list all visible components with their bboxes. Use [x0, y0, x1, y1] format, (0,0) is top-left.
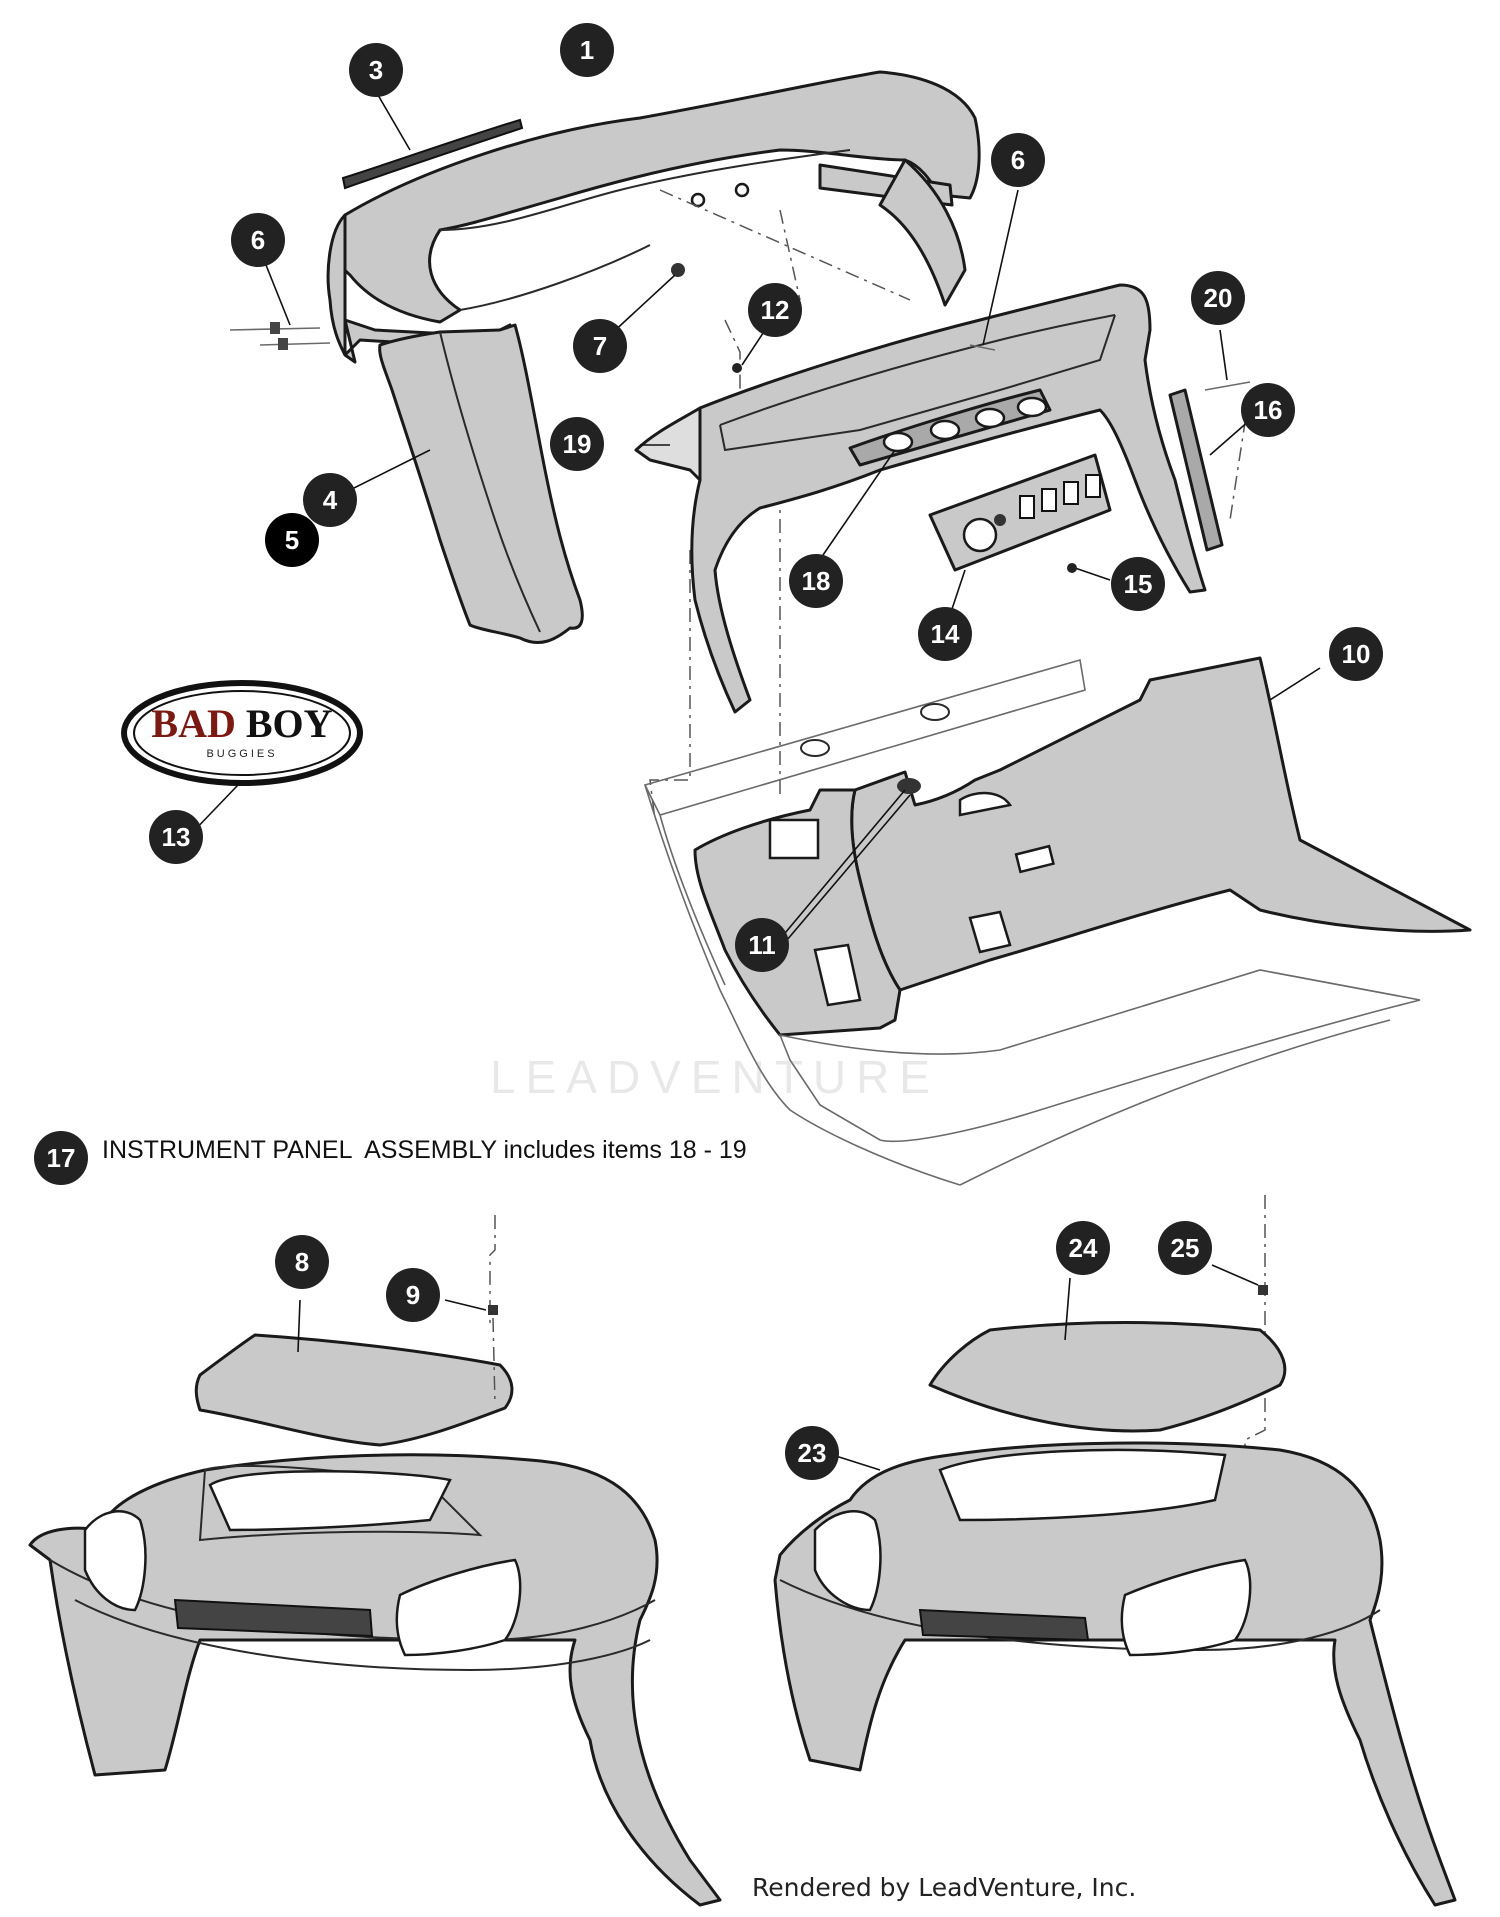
svg-text:13: 13 — [162, 822, 191, 852]
callout-5: 5 — [265, 513, 319, 567]
part-20-fastener — [1204, 329, 1251, 391]
callout-23: 23 — [785, 1426, 839, 1480]
callout-25: 25 — [1158, 1221, 1212, 1275]
callout-12: 12 — [748, 283, 802, 337]
part-10-floor-panel — [850, 656, 1472, 992]
svg-text:6: 6 — [251, 225, 265, 255]
svg-text:7: 7 — [593, 331, 607, 361]
logo-subtitle: BUGGIES — [206, 748, 278, 760]
callout-24: 24 — [1056, 1221, 1110, 1275]
svg-text:14: 14 — [931, 619, 960, 649]
callout-17: 17 — [34, 1131, 88, 1185]
part-16-trim-strip — [1168, 388, 1251, 552]
callout-1: 1 — [560, 23, 614, 77]
callout-16: 16 — [1241, 383, 1295, 437]
callout-14: 14 — [918, 607, 972, 661]
svg-text:17: 17 — [47, 1143, 76, 1173]
svg-text:24: 24 — [1069, 1233, 1098, 1263]
svg-text:23: 23 — [798, 1438, 827, 1468]
svg-text:12: 12 — [761, 295, 790, 325]
front-body-left — [28, 1453, 722, 1907]
logo-wordmark: BAD BOY — [151, 701, 333, 746]
callout-18: 18 — [789, 554, 843, 608]
part-14-switch-panel — [928, 453, 1112, 616]
part-15-screw — [1067, 563, 1111, 581]
callout-11: 11 — [735, 918, 789, 972]
footer-credit: Rendered by LeadVenture, Inc. — [752, 1873, 1137, 1902]
part-3-grille-strip — [341, 94, 524, 190]
part-8-top-panel — [194, 1299, 514, 1447]
svg-text:8: 8 — [295, 1247, 309, 1277]
part-9-fastener — [444, 1299, 498, 1406]
bad-boy-logo: BAD BOY BUGGIES — [123, 682, 361, 784]
callout-6-left: 6 — [231, 213, 285, 267]
part-13-logo-badge — [121, 680, 363, 836]
svg-text:18: 18 — [802, 566, 831, 596]
part-24-top-panel — [928, 1277, 1287, 1433]
callout-13: 13 — [149, 810, 203, 864]
watermark: LEADVENTURE — [490, 1051, 940, 1103]
callout-20: 20 — [1191, 271, 1245, 325]
svg-text:20: 20 — [1204, 283, 1233, 313]
part-23-front-body-right — [773, 1441, 1457, 1907]
svg-text:3: 3 — [369, 55, 383, 85]
part-11-panel-and-clip — [693, 778, 1421, 1143]
callout-9: 9 — [386, 1268, 440, 1322]
callout-7: 7 — [573, 319, 627, 373]
callout-10: 10 — [1329, 627, 1383, 681]
callout-3: 3 — [349, 43, 403, 97]
svg-text:1: 1 — [580, 35, 594, 65]
callout-19: 19 — [550, 417, 604, 471]
part-7-nut — [609, 263, 685, 336]
svg-text:25: 25 — [1171, 1233, 1200, 1263]
part-25-fastener — [1211, 1264, 1268, 1295]
part-6-fastener-right — [969, 189, 1019, 351]
part-18-gauge-leader — [822, 449, 896, 556]
svg-text:10: 10 — [1342, 639, 1371, 669]
part-1-front-cowl — [326, 70, 981, 364]
svg-text:4: 4 — [323, 485, 338, 515]
callout-15: 15 — [1111, 557, 1165, 611]
part-19-instrument-panel — [634, 283, 1207, 714]
svg-text:11: 11 — [748, 930, 776, 960]
callout-8: 8 — [275, 1235, 329, 1289]
dash-frame — [643, 658, 1391, 1186]
part-4-side-panel — [329, 323, 584, 644]
svg-text:5: 5 — [285, 525, 299, 555]
svg-text:16: 16 — [1254, 395, 1283, 425]
callout-4: 4 — [303, 473, 357, 527]
callout-6-right: 6 — [991, 133, 1045, 187]
svg-text:9: 9 — [406, 1280, 420, 1310]
svg-text:6: 6 — [1011, 145, 1025, 175]
svg-text:19: 19 — [563, 429, 592, 459]
svg-text:15: 15 — [1124, 569, 1153, 599]
assembly-note: INSTRUMENT PANEL ASSEMBLY includes items… — [102, 1136, 747, 1164]
